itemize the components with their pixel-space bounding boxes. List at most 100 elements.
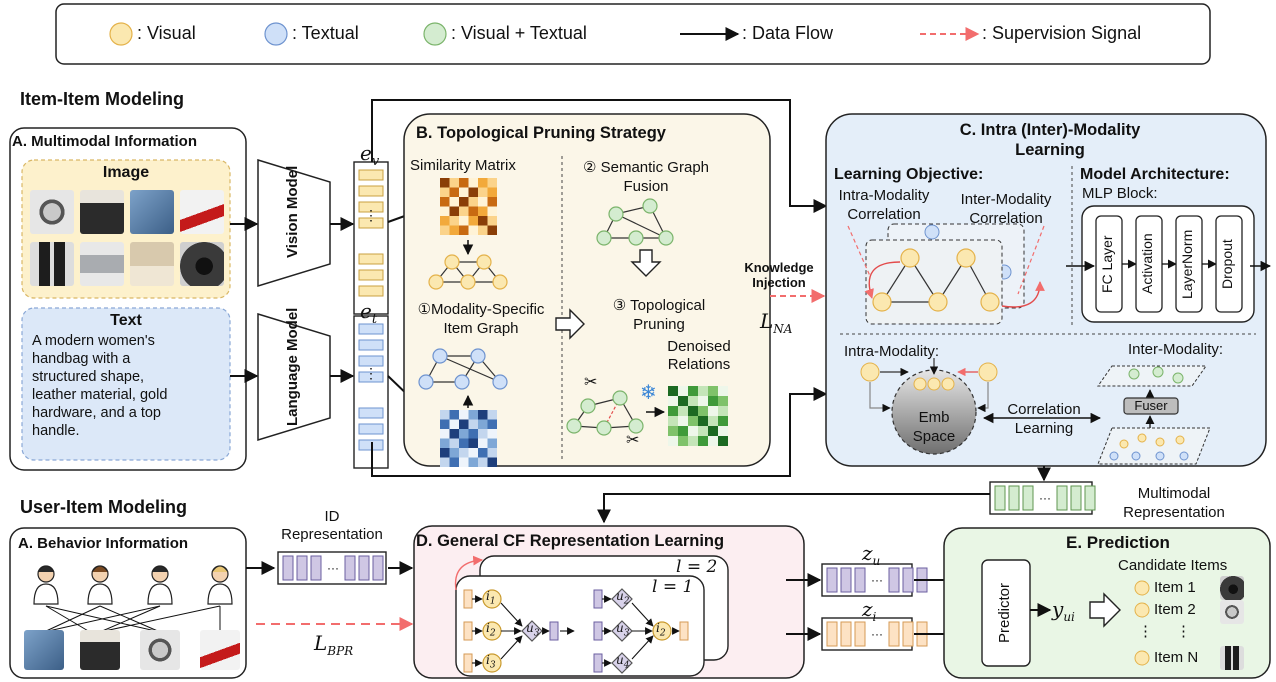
predictor-box bbox=[981, 559, 1031, 667]
panel-a-title: A. Multimodal Information bbox=[12, 133, 197, 150]
multimodal-rep-stack: ··· bbox=[989, 481, 1096, 515]
zu-label: zu bbox=[862, 541, 881, 568]
et-embedding-stack bbox=[353, 315, 389, 469]
denim-jacket-image bbox=[130, 190, 174, 234]
vision-model-shape bbox=[257, 158, 331, 288]
legend-visual-label: : Visual bbox=[137, 23, 196, 43]
ev-embedding-stack bbox=[353, 161, 389, 315]
language-model-label: Language Model bbox=[284, 307, 301, 426]
hollow-right-arrow bbox=[555, 308, 585, 340]
fuser-label: Fuser bbox=[1134, 398, 1168, 413]
panel-e-title: E. Prediction bbox=[1066, 533, 1170, 552]
fused-semantic-graph bbox=[596, 198, 674, 246]
watch-image bbox=[30, 190, 74, 234]
language-model-shape bbox=[257, 312, 331, 442]
et-label: et bbox=[360, 299, 378, 327]
hollow-down-arrow bbox=[630, 249, 662, 277]
sunglasses-image bbox=[130, 242, 174, 286]
camera-image bbox=[1220, 576, 1244, 600]
mlp-layer-layernorm: LayerNorm bbox=[1179, 229, 1195, 299]
pruned-graph bbox=[566, 390, 644, 436]
visual-legend-dot bbox=[109, 22, 133, 46]
l2-label: l = 2 bbox=[676, 557, 718, 577]
scissors-icon: ✂ bbox=[584, 374, 598, 391]
learning-objective-label: Learning Objective: bbox=[834, 166, 984, 183]
denoised-matrix bbox=[668, 386, 728, 446]
similarity-matrix-label: Similarity Matrix bbox=[410, 157, 516, 174]
candidate-item-2: Item 2 bbox=[1154, 601, 1196, 618]
ev-label: ev bbox=[360, 141, 380, 169]
multimodal-rep-label: Multimodal Representation bbox=[1123, 485, 1225, 521]
mlp-layer-fc-layer: FC Layer bbox=[1099, 235, 1115, 293]
red-heel-image bbox=[200, 630, 240, 670]
inter-modality-label: Inter-Modality: bbox=[1128, 341, 1224, 358]
cf-node-u3: u3 bbox=[526, 621, 540, 639]
mlp-block-label: MLP Block: bbox=[1082, 185, 1158, 202]
denoised-label: Denoised Relations bbox=[667, 338, 731, 373]
boots-image bbox=[1220, 646, 1244, 670]
l1-label: l = 1 bbox=[652, 577, 694, 597]
legend-box bbox=[55, 3, 1211, 65]
zu-stack: ··· bbox=[821, 563, 928, 597]
camera-image bbox=[180, 242, 224, 286]
correlation-graph bbox=[872, 248, 1000, 312]
emb-space-label: Emb Space bbox=[912, 409, 956, 445]
candidate-vdots: ⋮ bbox=[1176, 623, 1191, 640]
svg-text:···: ··· bbox=[327, 561, 339, 575]
panel-d-title: D. General CF Representation Learning bbox=[416, 532, 725, 550]
denim-jacket-image bbox=[24, 630, 64, 670]
panel-a-behavior bbox=[9, 527, 247, 679]
image-title: Image bbox=[102, 164, 150, 181]
lbpr-label: LBPR bbox=[314, 631, 354, 658]
inter-corr-label: Inter-Modality Correlation bbox=[960, 191, 1052, 227]
item-item-heading: Item-Item Modeling bbox=[20, 89, 185, 109]
modality-graph-label: ①Modality-Specific Item Graph bbox=[417, 301, 545, 337]
legend-supervision-label: : Supervision Signal bbox=[982, 23, 1142, 43]
candidate-items-label: Candidate Items bbox=[1118, 557, 1228, 574]
yui-label: yui bbox=[1052, 597, 1075, 624]
svg-text:···: ··· bbox=[871, 573, 883, 587]
watch-image bbox=[140, 630, 180, 670]
correlation-learning-label: Correlation Learning bbox=[1007, 401, 1081, 437]
watch-image bbox=[1220, 600, 1244, 624]
vision-model-label: Vision Model bbox=[284, 165, 301, 258]
fuser-box bbox=[1123, 397, 1179, 415]
candidate-item-1: Item 1 bbox=[1154, 579, 1196, 596]
mlp-layer-activation: Activation bbox=[1139, 233, 1155, 295]
svg-text:···: ··· bbox=[1039, 491, 1051, 505]
similarity-matrix-textual bbox=[440, 410, 497, 467]
cf-node-u3: u3 bbox=[616, 621, 630, 639]
panel-c-title: C. Intra (Inter)-Modality Learning bbox=[959, 121, 1141, 159]
similarity-matrix-visual bbox=[440, 178, 497, 235]
intra-corr-label: Intra-Modality Correlation bbox=[838, 187, 930, 223]
red-heel-image bbox=[180, 190, 224, 234]
cf-node-i2: i2 bbox=[656, 621, 666, 639]
model-arch-label: Model Architecture: bbox=[1080, 166, 1230, 183]
zi-label: zi bbox=[862, 597, 877, 624]
cf-node-i3: i3 bbox=[486, 653, 496, 671]
cf-node-u2: u2 bbox=[616, 589, 630, 607]
cf-node-i1: i1 bbox=[486, 589, 496, 607]
visual-item-graph bbox=[428, 254, 508, 290]
behavior-title: A. Behavior Information bbox=[18, 535, 189, 552]
lna-label: LNA bbox=[760, 309, 793, 336]
handbag-image bbox=[80, 190, 124, 234]
mlp-layer-box bbox=[1215, 215, 1243, 313]
handbag-image bbox=[80, 630, 120, 670]
textual-item-graph bbox=[418, 348, 508, 390]
mlp-layer-dropout: Dropout bbox=[1219, 239, 1235, 289]
topo-pruning-label: ③ Topological Pruning bbox=[612, 297, 706, 333]
id-rep-stack: ··· bbox=[277, 551, 387, 585]
svg-text:···: ··· bbox=[871, 627, 883, 641]
panel-b-title: B. Topological Pruning Strategy bbox=[416, 124, 666, 142]
scissors-icon: ✂ bbox=[626, 432, 640, 449]
text-box bbox=[21, 307, 231, 461]
semantic-fusion-label: ② Semantic Graph Fusion bbox=[583, 159, 709, 195]
vt-legend-dot bbox=[423, 22, 447, 46]
boots-image bbox=[30, 242, 74, 286]
candidate-item-n: Item N bbox=[1154, 649, 1199, 666]
hollow-arrow-e bbox=[1089, 592, 1121, 628]
et-ellipsis: ⋮ bbox=[364, 365, 378, 381]
cf-node-u4: u4 bbox=[616, 653, 630, 671]
